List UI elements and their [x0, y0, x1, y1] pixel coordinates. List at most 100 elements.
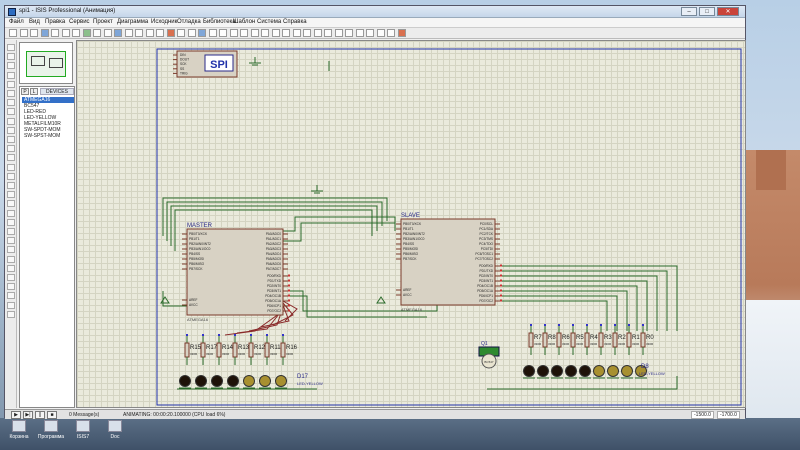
mode-tool-button[interactable]: [7, 200, 15, 208]
toolbar-button[interactable]: [198, 29, 206, 37]
toolbar-button[interactable]: [292, 29, 301, 37]
toolbar-button[interactable]: [313, 29, 322, 37]
toolbar-button[interactable]: [324, 29, 332, 37]
toolbar-button[interactable]: [271, 29, 280, 37]
mode-tool-button[interactable]: [7, 182, 15, 189]
toolbar-button[interactable]: [355, 29, 364, 37]
toolbar-button[interactable]: [156, 29, 164, 37]
toolbar-button[interactable]: [250, 29, 259, 37]
toolbar-button[interactable]: [345, 29, 353, 37]
mode-tool-button[interactable]: [7, 163, 15, 171]
menu-edit[interactable]: Правка: [45, 19, 66, 25]
mode-tool-button[interactable]: [7, 255, 15, 263]
toolbar-button[interactable]: [303, 29, 311, 37]
title-bar[interactable]: spi1 - ISIS Professional (Анимация) – □ …: [5, 6, 745, 18]
toolbar-button[interactable]: [145, 29, 154, 37]
menu-template[interactable]: Шаблон: [233, 19, 256, 25]
menu-tools[interactable]: Сервис: [69, 19, 90, 25]
slave-mcu[interactable]: SLAVE ATMEGA16 PB0/T0/XCKPB1/T1PB2/AIN0/…: [396, 213, 502, 312]
toolbar-button[interactable]: [30, 29, 38, 37]
mode-tool-button[interactable]: [7, 246, 15, 254]
desktop-icon-programs[interactable]: Программа: [36, 420, 66, 440]
transistor-q1[interactable]: Q1 BC547: [478, 341, 500, 369]
device-item[interactable]: BC547: [24, 103, 40, 109]
overview-window[interactable]: [19, 42, 73, 84]
device-item[interactable]: METALFILM10R: [24, 121, 61, 127]
toolbar-button[interactable]: [19, 29, 28, 37]
toolbar-button[interactable]: [124, 29, 133, 37]
toolbar-button[interactable]: [208, 29, 217, 37]
mode-tool-button[interactable]: [7, 90, 15, 97]
play-button[interactable]: ▶: [11, 411, 21, 419]
mode-tool-button[interactable]: [7, 145, 15, 153]
toolbar-button[interactable]: [166, 29, 175, 37]
menu-system[interactable]: Система: [257, 19, 282, 25]
mode-tool-button[interactable]: [7, 209, 15, 217]
menu-diagram[interactable]: Диаграмма: [117, 19, 149, 25]
menu-source[interactable]: Исходник: [151, 19, 178, 25]
device-item[interactable]: SW-SPST-MOM: [24, 133, 61, 139]
toolbar-button[interactable]: [82, 29, 91, 37]
toolbar-button[interactable]: [282, 29, 290, 37]
toolbar-button[interactable]: [334, 29, 343, 37]
minimize-button[interactable]: –: [681, 7, 697, 16]
mode-tool-button[interactable]: [7, 80, 15, 88]
toolbar-button[interactable]: [240, 29, 248, 37]
device-item[interactable]: LED-RED: [24, 109, 46, 115]
toolbar-button[interactable]: [229, 29, 238, 37]
toolbar-button[interactable]: [177, 29, 185, 37]
menu-view[interactable]: Вид: [29, 19, 40, 25]
mode-tool-button[interactable]: [7, 301, 15, 309]
toolbar-button[interactable]: [72, 29, 80, 37]
messages-count[interactable]: 0 Message(s): [69, 412, 100, 418]
toolbar-button[interactable]: [114, 29, 122, 37]
menu-debug[interactable]: Отладка: [177, 19, 201, 25]
mode-tool-button[interactable]: [7, 71, 15, 79]
mode-tool-button[interactable]: [7, 237, 15, 245]
toolbar-button[interactable]: [103, 29, 112, 37]
mode-tool-button[interactable]: [7, 136, 15, 143]
mode-tool-button[interactable]: [7, 191, 15, 199]
toolbar-button[interactable]: [397, 29, 406, 37]
desktop-icon-trash[interactable]: Корзина: [4, 420, 34, 440]
mode-tool-button[interactable]: [7, 218, 15, 226]
mode-tool-button[interactable]: [7, 99, 15, 107]
pause-button[interactable]: ||: [35, 411, 45, 419]
mode-tool-button[interactable]: [7, 228, 15, 235]
menu-file[interactable]: Файл: [9, 19, 24, 25]
mode-tool-button[interactable]: [7, 172, 15, 180]
mode-tool-button[interactable]: [7, 126, 15, 134]
toolbar-button[interactable]: [366, 29, 374, 37]
toolbar-button[interactable]: [135, 29, 143, 37]
mode-tool-button[interactable]: [7, 154, 15, 162]
toolbar-button[interactable]: [187, 29, 196, 37]
toolbar-button[interactable]: [261, 29, 269, 37]
mode-tool-button[interactable]: [7, 274, 15, 281]
master-mcu[interactable]: MASTER ATMEGA16 PB0/T0/XCKPB1/T1PB2/AIN0…: [182, 223, 290, 322]
stop-button[interactable]: ■: [47, 411, 57, 419]
mode-tool-button[interactable]: [7, 283, 15, 291]
device-item[interactable]: LED-YELLOW: [24, 115, 57, 121]
pick-device-button[interactable]: P: [21, 88, 29, 95]
mode-tool-button[interactable]: [7, 108, 15, 116]
menu-library[interactable]: Библиотека: [203, 19, 236, 25]
toolbar-button[interactable]: [376, 29, 385, 37]
mode-tool-button[interactable]: [7, 264, 15, 272]
toolbar-button[interactable]: [61, 29, 70, 37]
maximize-button[interactable]: □: [699, 7, 715, 16]
toolbar-button[interactable]: [9, 29, 17, 37]
toolbar-button[interactable]: [387, 29, 395, 37]
desktop-icon-doc[interactable]: Doc: [100, 420, 130, 440]
mode-tool-button[interactable]: [7, 117, 15, 125]
mode-tool-button[interactable]: [7, 53, 15, 61]
step-button[interactable]: ▶|: [23, 411, 33, 419]
toolbar-button[interactable]: [93, 29, 101, 37]
mode-tool-button[interactable]: [7, 44, 15, 51]
library-button[interactable]: L: [30, 88, 38, 95]
mode-tool-button[interactable]: [7, 62, 15, 70]
mode-tool-button[interactable]: [7, 310, 15, 318]
toolbar-button[interactable]: [51, 29, 59, 37]
toolbar-button[interactable]: [40, 29, 49, 37]
